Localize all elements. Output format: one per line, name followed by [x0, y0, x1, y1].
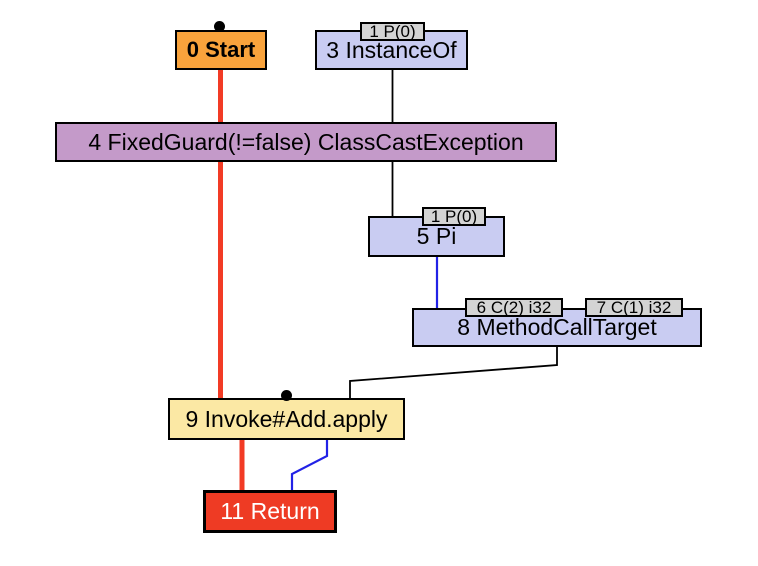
node-start[interactable]: 0 Start	[175, 30, 267, 70]
input-slot-pi[interactable]: 1 P(0)	[422, 207, 486, 226]
input-slot-methodcalltarget-1[interactable]: 6 C(2) i32	[465, 298, 563, 317]
input-slot-methodcalltarget-2[interactable]: 7 C(1) i32	[585, 298, 683, 317]
anchor-dot-invoke	[281, 390, 292, 401]
edge-invoke-to-return-value	[290, 440, 329, 490]
node-fixedguard[interactable]: 4 FixedGuard(!=false) ClassCastException	[55, 122, 557, 162]
node-invoke[interactable]: 9 Invoke#Add.apply	[168, 398, 405, 440]
input-slot-instanceof[interactable]: 1 P(0)	[360, 22, 425, 41]
edge-methodcalltarget-to-invoke	[349, 347, 558, 398]
anchor-dot-start	[214, 21, 225, 32]
node-return[interactable]: 11 Return	[203, 490, 337, 533]
